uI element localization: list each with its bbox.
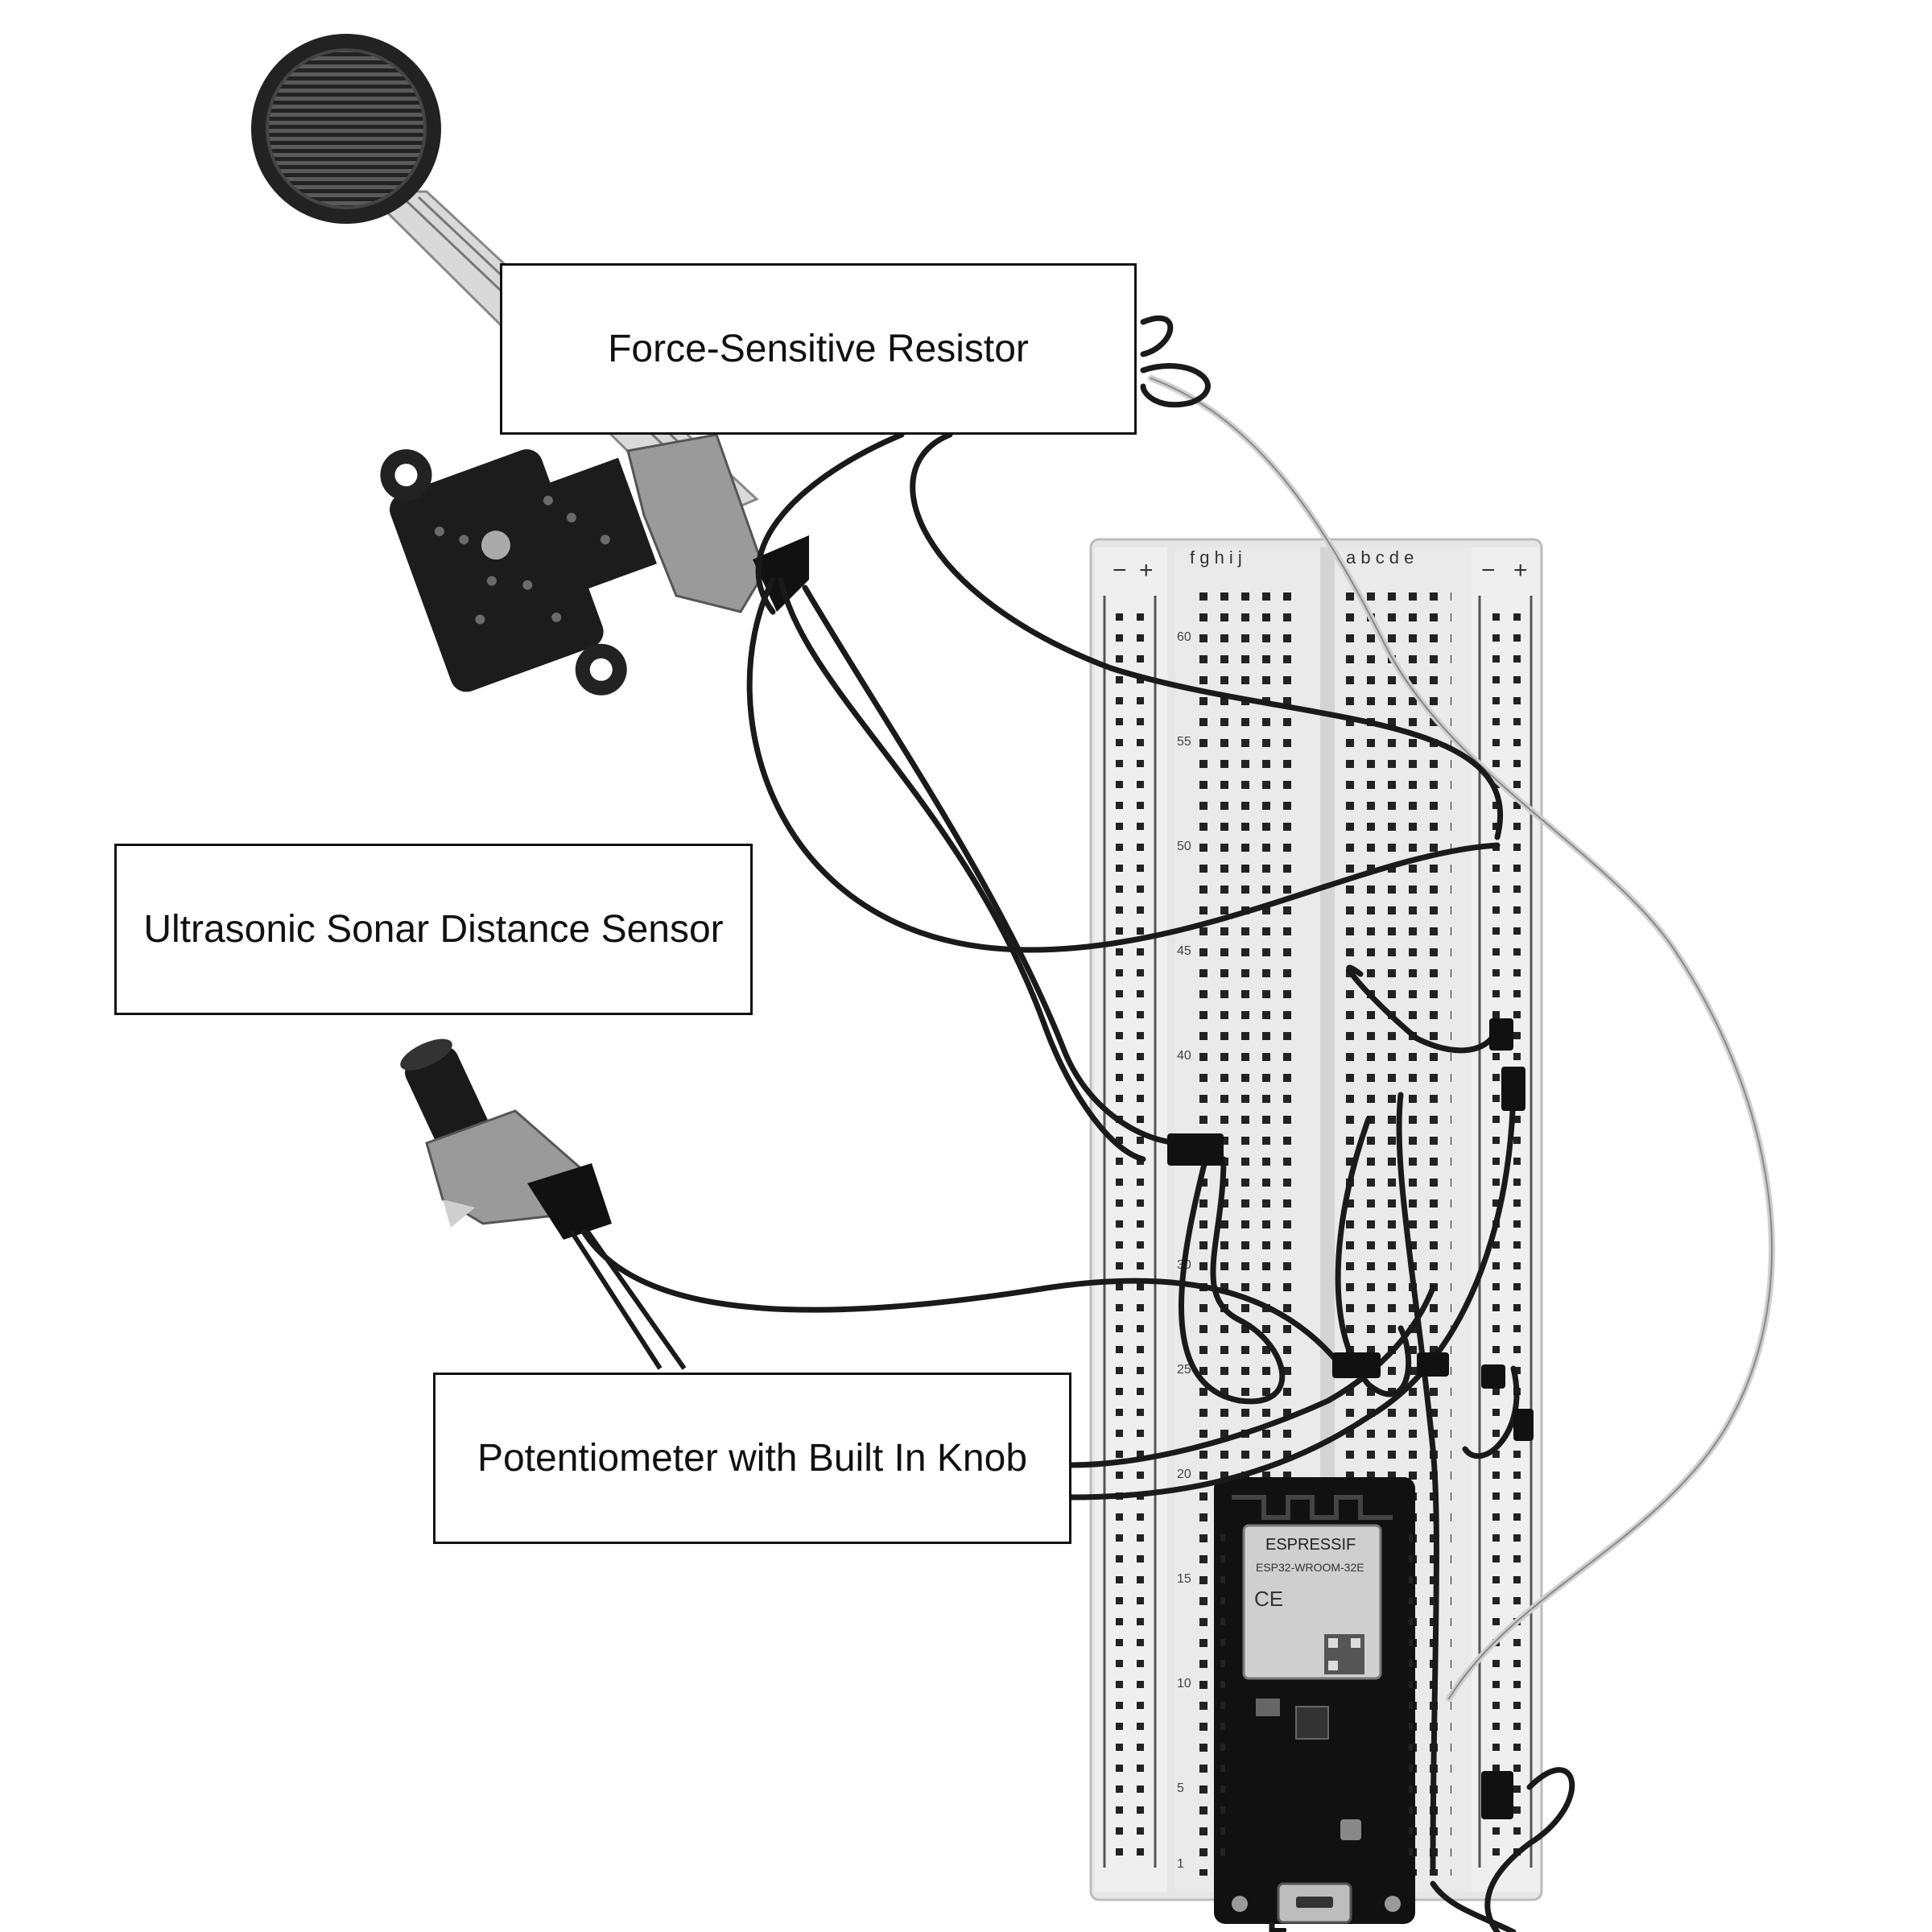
row-number: 5: [1177, 1781, 1184, 1795]
row-number: 50: [1177, 840, 1191, 853]
row-number: 45: [1177, 944, 1191, 958]
fsr-label-text: Force-Sensitive Resistor: [608, 328, 1029, 370]
jumper-wires: [580, 315, 1776, 1932]
column-letters-right: a b c d e: [1346, 547, 1414, 568]
row-number: 20: [1177, 1468, 1191, 1481]
left-power-rail: − +: [1095, 547, 1167, 1892]
row-number: 10: [1177, 1677, 1191, 1690]
sonar-label-text: Ultrasonic Sonar Distance Sensor: [143, 908, 724, 951]
left-rail-plus: +: [1139, 557, 1154, 584]
svg-text:CE: CE: [1254, 1587, 1283, 1611]
column-letters-left: f g h i j: [1190, 547, 1242, 568]
esp32-board: ESPRESSIF ESP32-WROOM-32E CE: [1214, 1477, 1415, 1924]
left-rail-minus: −: [1113, 557, 1127, 584]
right-rail-minus: −: [1481, 557, 1496, 584]
esp32-module-text: ESP32-WROOM-32E: [1256, 1561, 1364, 1574]
fsr-label: Force-Sensitive Resistor: [500, 263, 1137, 435]
row-number: 15: [1177, 1572, 1191, 1586]
sonar-label: Ultrasonic Sonar Distance Sensor: [114, 844, 753, 1015]
right-rail-plus: +: [1513, 557, 1528, 584]
potentiometer-label: Potentiometer with Built In Knob: [433, 1373, 1071, 1544]
row-number: 25: [1177, 1363, 1191, 1377]
esp32-brand-text: ESPRESSIF: [1265, 1536, 1356, 1554]
row-number: 1: [1177, 1857, 1184, 1871]
row-number: 55: [1177, 735, 1191, 749]
right-power-rail: − +: [1472, 547, 1540, 1892]
ultrasonic-sensor: [380, 449, 657, 696]
row-number: 40: [1177, 1049, 1191, 1063]
row-number: 60: [1177, 630, 1191, 644]
potentiometer-label-text: Potentiometer with Built In Knob: [477, 1437, 1028, 1480]
potentiometer: [400, 1038, 687, 1370]
